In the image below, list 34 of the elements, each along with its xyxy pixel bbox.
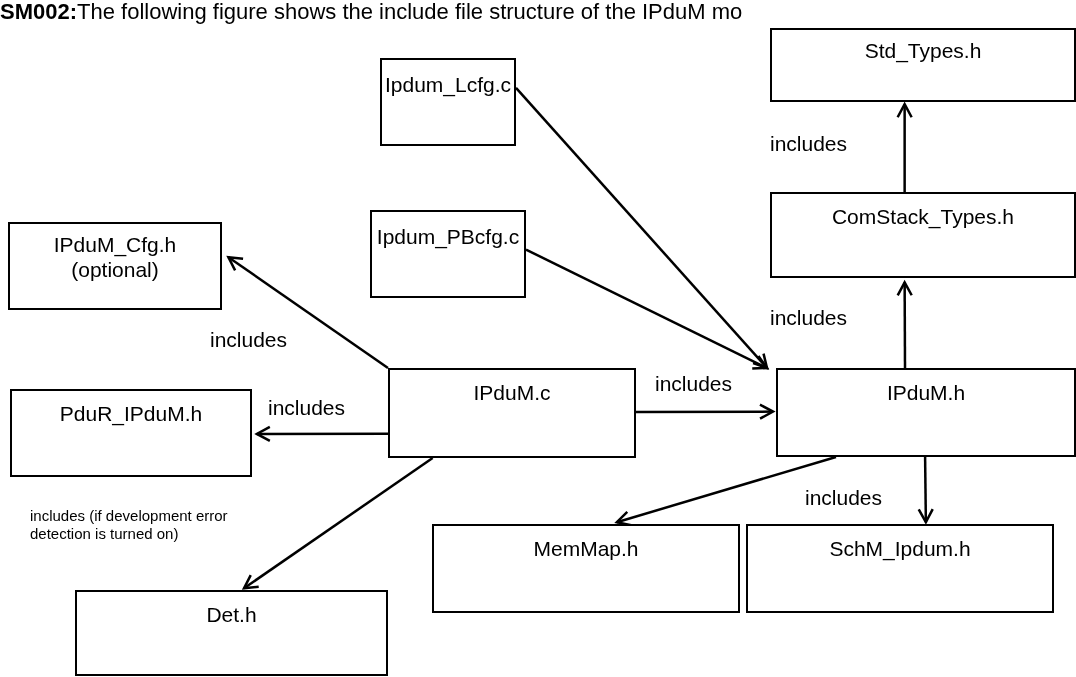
- file-box: [75, 590, 388, 676]
- arrow: [227, 255, 389, 370]
- file-name: IPduM.c: [473, 380, 551, 405]
- file-name: ComStack_Types.h: [831, 204, 1015, 229]
- file-name: PduR_IPduM.h: [59, 401, 203, 426]
- figure-title: SM002:The following figure shows the include file structure of the IPduM mo: [0, 0, 743, 24]
- file-name: SchM_Ipdum.h: [829, 536, 971, 561]
- file-name: IPduM_Cfg.h: [53, 232, 177, 257]
- arrow: [917, 457, 934, 524]
- file-box: [770, 28, 1076, 102]
- arrow: [525, 248, 769, 370]
- file-name: Ipdum_PBcfg.c: [376, 224, 520, 249]
- arrow: [515, 87, 769, 370]
- arrow: [896, 102, 913, 192]
- arrow: [615, 455, 837, 527]
- file-box: [380, 58, 516, 146]
- file-box: [770, 192, 1076, 278]
- file-name: Det.h: [206, 602, 257, 627]
- file-box: [746, 524, 1054, 613]
- file-box: [370, 210, 526, 298]
- file-box: [388, 368, 636, 458]
- file-name: Ipdum_Lcfg.c: [384, 72, 512, 97]
- file-box: [432, 524, 740, 613]
- arrow: [636, 403, 775, 420]
- file-name: MemMap.h: [533, 536, 639, 561]
- file-name: Std_Types.h: [864, 38, 982, 63]
- file-name: IPduM.h: [886, 380, 966, 405]
- file-box: [10, 389, 252, 477]
- file-name: (optional): [71, 257, 159, 282]
- file-box: [776, 368, 1076, 457]
- arrow: [896, 281, 913, 368]
- arrow: [242, 456, 434, 590]
- file-box: [8, 222, 222, 310]
- arrow: [255, 425, 388, 443]
